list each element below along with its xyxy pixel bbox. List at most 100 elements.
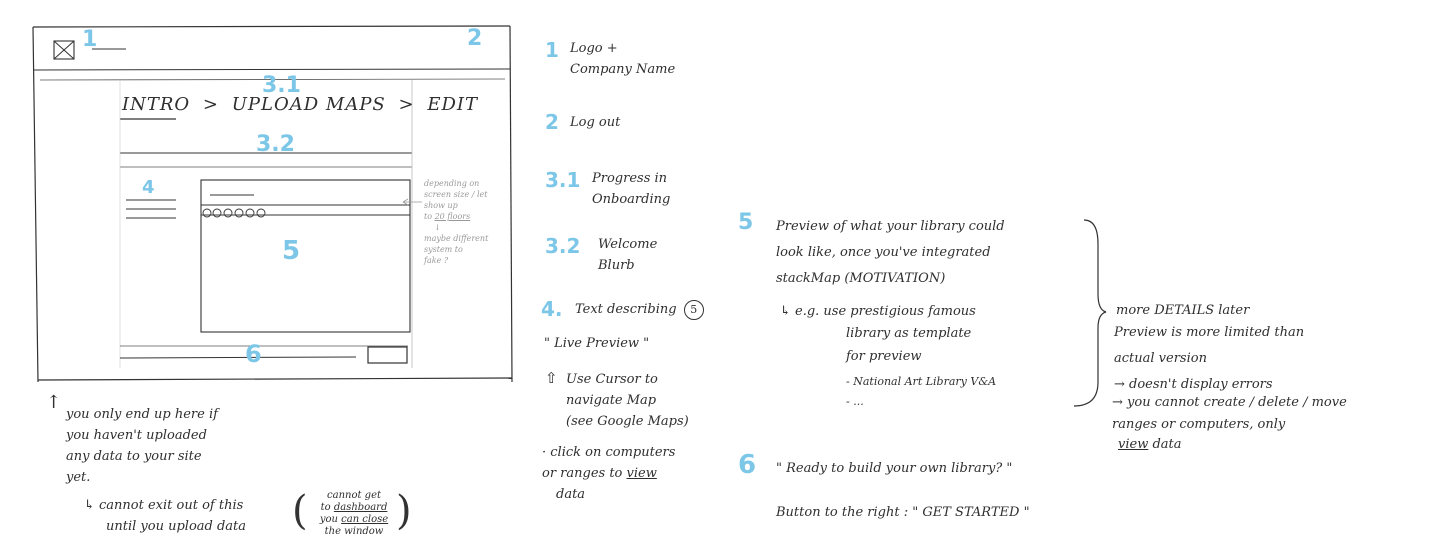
click-note-underlined: view (626, 466, 657, 481)
side-note: depending on screen size / let show up t… (424, 178, 504, 266)
brace-upper (1083, 219, 1107, 329)
details-heading: more DETAILS later (1116, 303, 1250, 318)
section-5-eg-2: library as template for preview (846, 326, 972, 364)
below-note-line: yet. (66, 470, 91, 485)
preview-box (200, 179, 411, 333)
side-note-arrow-head-b (402, 201, 409, 206)
details-limited: Preview is more limited than actual vers… (1114, 325, 1305, 366)
side-note-line: depending on (424, 179, 480, 188)
floor-circle (234, 208, 244, 218)
label-3-1: 3.1 (262, 73, 301, 98)
details-cannot: → you cannot create / delete / move rang… (1112, 395, 1347, 432)
frame-left (32, 26, 39, 383)
section-5-text: Preview of what your library could look … (776, 219, 1005, 286)
label-2: 2 (467, 26, 483, 51)
paren-underlined: dashboard (333, 502, 388, 513)
legend-num-3-2: 3.2 (545, 234, 581, 258)
below-note-line: until you upload data (106, 519, 247, 534)
below-note: you only end up here if you haven't uplo… (66, 404, 306, 488)
legend-text-2: Log out (570, 115, 621, 130)
cursor-arrow-icon: ⇧ (545, 369, 558, 387)
header-divider (33, 68, 511, 71)
side-note-line: show up (424, 201, 458, 210)
breadcrumb: INTRO > UPLOAD MAPS > EDIT (122, 94, 478, 115)
legend-text-1: Logo + Company Name (570, 41, 676, 77)
frame-bottom (37, 377, 513, 381)
legend-text-3-2: Welcome Blurb (598, 237, 658, 273)
cannot-exit-note: ↳ cannot exit out of this until you uplo… (84, 495, 314, 537)
label-6: 6 (245, 340, 262, 368)
get-started-box (367, 346, 408, 364)
floor-circle (202, 208, 212, 218)
label-5: 5 (282, 236, 301, 266)
up-arrow: ↑ (46, 392, 62, 413)
side-note-line: to 20 floors (424, 211, 504, 222)
legend-num-1: 1 (545, 38, 559, 62)
paren-text: you (319, 514, 338, 525)
legend-text-4: Text describing 5 (575, 299, 704, 320)
label-4: 4 (142, 177, 155, 198)
click-note: · click on computers or ranges to view d… (542, 442, 722, 505)
paren-note: cannot get to dashboard you can close th… (304, 490, 404, 538)
wireframe-sketch (32, 25, 513, 383)
section-6-num: 6 (738, 450, 757, 480)
below-note-line: ↳ cannot exit out of this (84, 498, 244, 513)
paren-line: to dashboard (304, 502, 404, 514)
below-note-line: you haven't uploaded (66, 428, 207, 443)
section-6-button-note: Button to the right : " GET STARTED " (776, 505, 1030, 520)
section-5-eg: ↳ e.g. use prestigious famous (780, 304, 976, 319)
circled-five: 5 (683, 300, 704, 320)
click-note-text: · click on computers or ranges to (542, 445, 676, 481)
legend-text-4-label: Text describing (575, 302, 677, 317)
footer-text-line (119, 356, 357, 359)
details-view-underlined: view (1118, 437, 1149, 452)
logo-cross-b (53, 40, 75, 60)
label-1: 1 (82, 27, 98, 52)
click-note-data: data (556, 487, 586, 502)
breadcrumb-intro: INTRO (122, 94, 191, 115)
breadcrumb-separator: > (398, 94, 415, 115)
floor-circle (212, 208, 222, 218)
frame-right (509, 25, 513, 383)
section-6-text: " Ready to build your own library? " (776, 461, 1013, 476)
details-data-text: data (1152, 437, 1182, 452)
breadcrumb-upload: UPLOAD MAPS (231, 94, 386, 115)
paren-text: to (320, 502, 331, 513)
paren-underlined: can close (341, 514, 389, 525)
details-errors: → doesn't display errors (1114, 377, 1273, 392)
legend-num-2: 2 (545, 110, 559, 134)
side-note-arrow-head-a (402, 198, 409, 203)
paren-line: you can close (304, 514, 404, 526)
side-note-line: screen size / let (424, 190, 488, 199)
frame-top (32, 25, 511, 28)
paren-line: cannot get (327, 490, 381, 501)
section-5-num: 5 (738, 210, 754, 235)
side-note-line: system to (424, 245, 463, 254)
side-note-underlined: 20 floors (434, 212, 471, 221)
section-5-eg-3: - National Art Library V&A - ... (846, 375, 997, 408)
floor-circle (256, 208, 266, 218)
legend-num-3-1: 3.1 (545, 168, 581, 192)
below-note-line: any data to your site (66, 449, 202, 464)
label-3-2: 3.2 (256, 132, 295, 157)
side-note-text: to (424, 212, 433, 221)
legend-num-4: 4. (541, 297, 563, 321)
legend-text-3-1: Progress in Onboarding (592, 171, 671, 207)
content-top (39, 78, 506, 81)
cursor-text: Use Cursor to navigate Map (see Google M… (566, 372, 689, 429)
paren-close: ) (396, 488, 412, 534)
breadcrumb-edit: EDIT (427, 94, 479, 115)
floor-circle (245, 208, 255, 218)
logo-box (53, 40, 75, 60)
brace-lower (1073, 328, 1099, 407)
details-view-data: view data (1118, 434, 1182, 455)
paren-open: ( (292, 488, 308, 534)
braces (1073, 219, 1107, 407)
live-preview-label: " Live Preview " (544, 336, 650, 351)
side-note-down-arrow: ↓ (434, 223, 441, 232)
floor-circle (223, 208, 233, 218)
side-note-line: fake ? (424, 256, 449, 265)
below-note-line: you only end up here if (66, 407, 218, 422)
breadcrumb-separator: > (202, 94, 220, 115)
paren-line: the window (324, 526, 384, 537)
